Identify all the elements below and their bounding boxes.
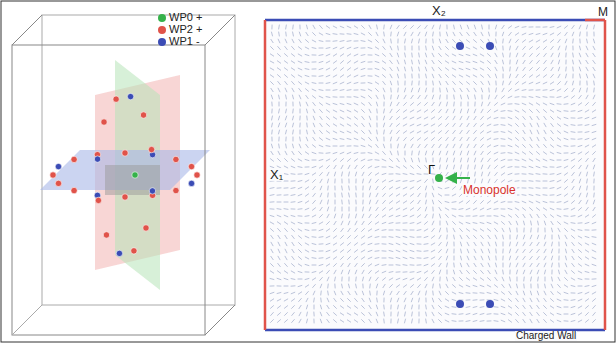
- legend-swatch: [158, 38, 166, 46]
- legend-text: WP0 +: [169, 12, 202, 23]
- axis-label: X₁: [269, 168, 284, 181]
- legend-swatch: [158, 26, 166, 34]
- center-plane: [105, 165, 160, 195]
- legend-text: WP2 +: [169, 24, 202, 35]
- brillouin-cube: [12, 15, 235, 335]
- legend-row: WP0 +: [158, 12, 202, 23]
- legend-text: WP1 -: [169, 36, 200, 47]
- corner-label: M: [598, 6, 608, 18]
- point-label: Γ: [428, 163, 435, 176]
- legend-row: WP2 +: [158, 24, 202, 35]
- wall-label: Charged Wall: [515, 331, 577, 341]
- legend-swatch: [158, 14, 166, 22]
- monopole-label: Monopole: [462, 184, 517, 196]
- axis-label: X₂: [432, 4, 446, 17]
- vector-field-plot: [265, 20, 605, 330]
- legend-row: WP1 -: [158, 36, 200, 47]
